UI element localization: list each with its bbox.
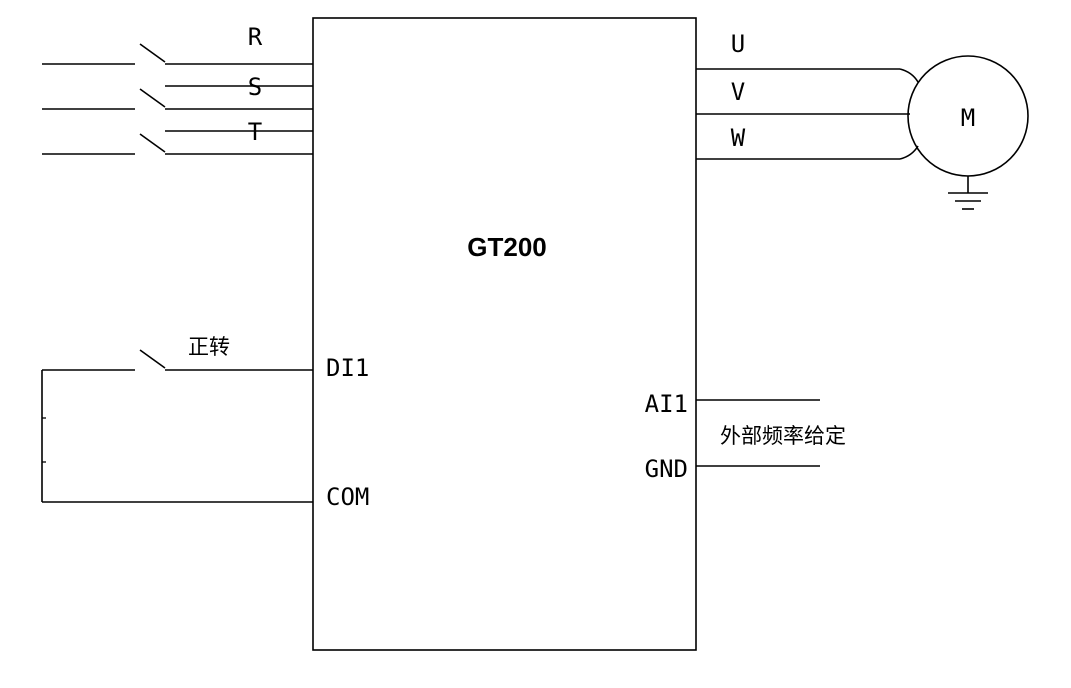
motor-label: M — [961, 104, 975, 132]
breaker-switch-t — [139, 133, 166, 153]
phase-label-t: T — [248, 118, 262, 146]
device-name: GT200 — [467, 232, 547, 262]
inverter-box — [312, 17, 697, 651]
forward-switch — [139, 349, 166, 369]
phase-label-r: R — [248, 23, 263, 51]
input-line-r — [42, 43, 313, 65]
gnd-label: GND — [645, 455, 688, 483]
phase-label-u: U — [731, 30, 745, 58]
phase-label-v: V — [731, 78, 745, 106]
ai1-label: AI1 — [645, 390, 688, 418]
breaker-switch-s — [139, 88, 166, 108]
external-frequency-label: 外部频率给定 — [720, 424, 846, 448]
di1-label: DI1 — [326, 354, 369, 382]
breaker-switch-r — [139, 43, 166, 63]
phase-label-w: W — [731, 124, 746, 152]
com-label: COM — [326, 483, 369, 511]
input-line-t — [42, 133, 313, 155]
phase-label-s: S — [248, 73, 262, 101]
forward-switch-circuit — [41, 349, 313, 503]
forward-label: 正转 — [188, 335, 230, 359]
input-line-s — [42, 88, 313, 110]
ground-icon — [948, 176, 988, 210]
